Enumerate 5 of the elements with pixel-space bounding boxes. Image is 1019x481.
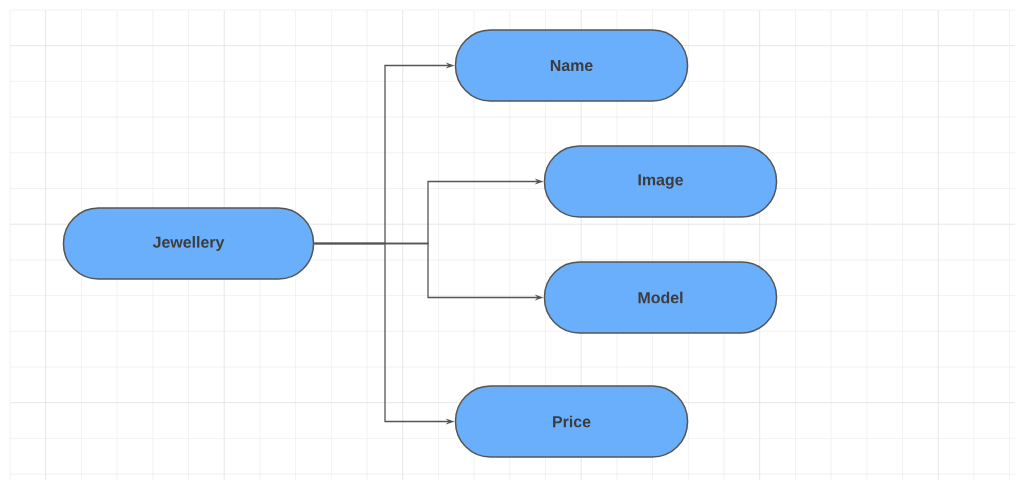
rounded-box: Jewellery	[62, 207, 315, 280]
rounded-box: Price	[454, 385, 689, 458]
rounded-box: Model	[543, 261, 778, 334]
rounded-box: Image	[543, 145, 778, 218]
rounded-box: Name	[454, 29, 689, 102]
